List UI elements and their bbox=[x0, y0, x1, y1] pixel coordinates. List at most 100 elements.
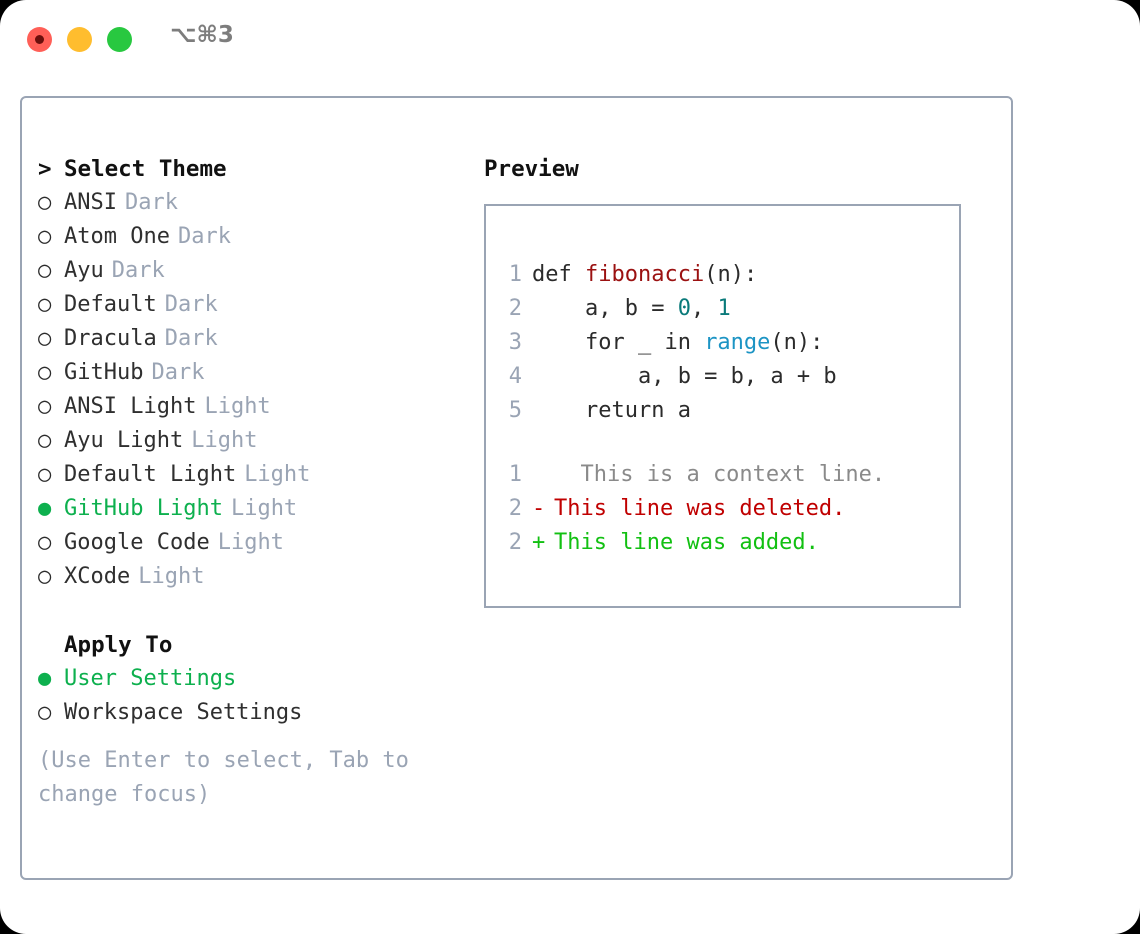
code-line: 2 a, b = 0, 1 bbox=[504, 292, 959, 326]
theme-list-item[interactable]: ○ Atom One Dark bbox=[38, 220, 458, 254]
radio-selected-icon: ● bbox=[38, 666, 52, 691]
radio-unselected-icon: ○ bbox=[38, 530, 52, 555]
theme-item-label: GitHub Light bbox=[64, 496, 223, 521]
line-number: 2 bbox=[508, 530, 522, 555]
radio-unselected-icon: ○ bbox=[38, 258, 52, 283]
radio-unselected-icon: ○ bbox=[38, 428, 52, 453]
radio-unselected-icon: ○ bbox=[38, 224, 52, 249]
diff-marker: + bbox=[532, 530, 546, 555]
code-line: 3 for _ in range(n): bbox=[504, 326, 959, 360]
radio-unselected-icon: ○ bbox=[38, 190, 52, 215]
apply-to-header-label: Apply To bbox=[64, 632, 173, 658]
radio-unselected-icon: ○ bbox=[38, 292, 52, 317]
line-number: 2 bbox=[508, 296, 522, 321]
code-token: (n): bbox=[704, 262, 758, 287]
radio-unselected-icon: ○ bbox=[38, 360, 52, 385]
theme-item-label: Atom One bbox=[64, 224, 170, 249]
theme-item-label: GitHub bbox=[64, 360, 144, 385]
code-token: a, b = bbox=[532, 296, 678, 321]
code-line: 4 a, b = b, a + b bbox=[504, 360, 959, 394]
radio-unselected-icon: ○ bbox=[38, 394, 52, 419]
apply-to-item-label: User Settings bbox=[64, 666, 237, 691]
code-token: 0 bbox=[677, 296, 691, 321]
theme-item-label: ANSI bbox=[64, 190, 117, 215]
theme-item-tag: Light bbox=[217, 530, 284, 555]
maximize-window-button[interactable] bbox=[107, 27, 132, 52]
theme-item-tag: Light bbox=[204, 394, 271, 419]
diff-line: 2 + This line was added. bbox=[504, 526, 959, 560]
theme-list-item[interactable]: ○ Ayu Light Light bbox=[38, 424, 458, 458]
line-number: 2 bbox=[508, 496, 522, 521]
theme-item-tag: Light bbox=[138, 564, 205, 589]
code-token: 1 bbox=[717, 296, 731, 321]
theme-item-label: Default Light bbox=[64, 462, 237, 487]
theme-item-tag: Light bbox=[230, 496, 298, 521]
apply-to-list: ● User Settings ○ Workspace Settings bbox=[38, 662, 458, 730]
line-number: 4 bbox=[508, 364, 522, 389]
list-spacer bbox=[38, 594, 458, 628]
theme-item-tag: Light bbox=[191, 428, 258, 453]
apply-to-header: Apply To bbox=[38, 628, 458, 662]
line-number: 5 bbox=[508, 398, 522, 423]
code-token: a, b = b, a + b bbox=[532, 364, 837, 389]
close-window-button[interactable] bbox=[27, 27, 52, 52]
theme-list-item[interactable]: ○ GitHub Dark bbox=[38, 356, 458, 390]
diff-line: 1 This is a context line. bbox=[504, 458, 959, 492]
theme-list-item[interactable]: ○ XCode Light bbox=[38, 560, 458, 594]
code-token: def bbox=[532, 262, 585, 287]
theme-item-label: Ayu bbox=[64, 258, 104, 283]
theme-item-label: XCode bbox=[64, 564, 131, 589]
diff-marker bbox=[532, 458, 554, 492]
theme-list-item[interactable]: ● GitHub Light Light bbox=[38, 492, 458, 526]
select-theme-header: > Select Theme bbox=[38, 152, 458, 186]
theme-list-item[interactable]: ○ Dracula Dark bbox=[38, 322, 458, 356]
radio-unselected-icon: ○ bbox=[38, 462, 52, 487]
theme-item-tag: Dark bbox=[177, 224, 231, 249]
theme-item-tag: Dark bbox=[164, 326, 218, 351]
line-number: 3 bbox=[508, 330, 522, 355]
preview-title: Preview bbox=[484, 156, 579, 182]
code-token: , bbox=[690, 296, 718, 321]
minimize-window-button[interactable] bbox=[67, 27, 92, 52]
theme-item-tag: Dark bbox=[111, 258, 165, 283]
code-token: return a bbox=[532, 398, 691, 423]
theme-list-item[interactable]: ○ Ayu Dark bbox=[38, 254, 458, 288]
apply-to-item-label: Workspace Settings bbox=[64, 700, 303, 725]
apply-to-item[interactable]: ● User Settings bbox=[38, 662, 458, 696]
theme-item-tag: Dark bbox=[151, 360, 205, 385]
code-token: for _ in bbox=[532, 330, 705, 355]
diff-text: This line was deleted. bbox=[554, 496, 846, 521]
radio-unselected-icon: ○ bbox=[38, 564, 52, 589]
code-line: 5 return a bbox=[504, 394, 959, 428]
title-bar: ⌥⌘3 bbox=[0, 0, 1140, 78]
diff-text: This line was added. bbox=[554, 530, 819, 555]
radio-unselected-icon: ○ bbox=[38, 700, 52, 725]
window-shortcut-label: ⌥⌘3 bbox=[170, 22, 234, 48]
code-token: (n): bbox=[770, 330, 824, 355]
diff-sample: 1 This is a context line. 2-This line was… bbox=[504, 458, 959, 560]
keyboard-hint-text: (Use Enter to select, Tab to change focu… bbox=[38, 748, 409, 807]
apply-to-item[interactable]: ○ Workspace Settings bbox=[38, 696, 458, 730]
code-token: fibonacci bbox=[584, 262, 705, 287]
diff-marker: - bbox=[532, 496, 546, 521]
radio-unselected-icon: ○ bbox=[38, 326, 52, 351]
theme-item-label: Ayu Light bbox=[64, 428, 184, 453]
theme-item-tag: Dark bbox=[164, 292, 218, 317]
caret-icon: > bbox=[38, 156, 52, 182]
radio-selected-icon: ● bbox=[38, 496, 52, 521]
theme-item-tag: Dark bbox=[124, 190, 178, 215]
theme-item-label: Dracula bbox=[64, 326, 157, 351]
theme-list-item[interactable]: ○ ANSI Dark bbox=[38, 186, 458, 220]
select-theme-header-label: Select Theme bbox=[64, 156, 227, 182]
